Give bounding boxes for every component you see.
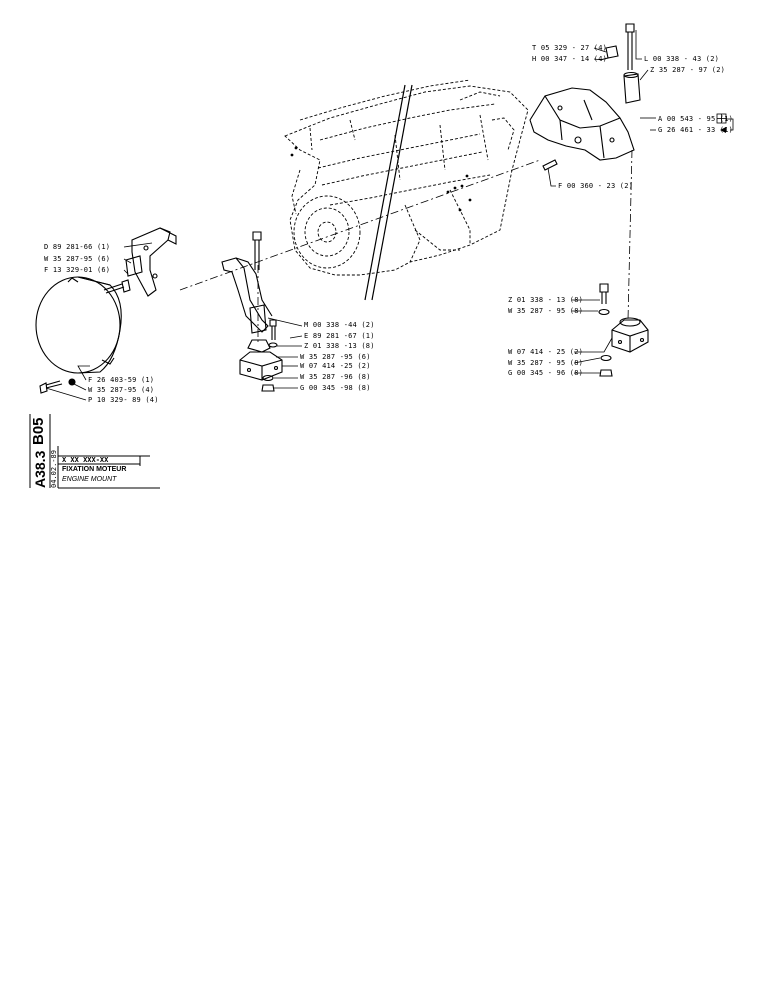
part-label: F 00 360 - 23 (2) — [558, 182, 634, 190]
engine-detail-dots — [290, 146, 472, 212]
part-label: Z 35 287 - 97 (2) — [650, 66, 726, 74]
part-label: F 13 329-01 (6) — [44, 266, 111, 274]
part-label: L 00 338 - 43 (2) — [644, 55, 720, 63]
part-label: Z 01 338 -13 (8) — [304, 342, 375, 350]
part-label: W 35 287 -96 (8) — [300, 373, 371, 381]
callout-leader-lines — [45, 30, 734, 401]
assembly-axis-lines — [179, 149, 633, 345]
part-label: W 35 287 -95 (6) — [300, 353, 371, 361]
part-label: G 00 345 - 96 (8) — [508, 369, 584, 377]
title-french: FIXATION MOTEUR — [62, 466, 127, 473]
part-label: W 07 414 -25 (2) — [300, 362, 371, 370]
part-label: D 89 281-66 (1) — [44, 243, 111, 251]
part-label: M 00 338 -44 (2) — [304, 321, 375, 329]
title-english: ENGINE MOUNT — [62, 476, 117, 483]
part-label: G 00 345 -98 (8) — [300, 384, 371, 392]
engine-block-outline — [284, 79, 529, 276]
part-label: F 26 403-59 (1) — [88, 376, 155, 384]
part-label: Z 01 338 - 13 (8) — [508, 296, 584, 304]
center-mount-assembly — [221, 231, 283, 392]
engine-hatch-lines — [364, 84, 413, 301]
part-label: T 05 329 - 27 (4) — [532, 44, 608, 52]
part-number: X XX XXX-XX — [62, 456, 109, 464]
page-reference: A38.3 — [32, 450, 48, 488]
part-label: W 35 287 - 95 (8) — [508, 359, 584, 367]
right-mount-assembly — [598, 283, 649, 377]
page-code: B05 — [30, 417, 47, 445]
rear-mount-assembly — [529, 23, 641, 171]
part-label: G 26 461 - 33 (1) — [658, 126, 734, 134]
part-label: W 07 414 - 25 (2) — [508, 348, 584, 356]
title-block-frame — [29, 414, 160, 489]
part-label: W 35 287 - 95 (8) — [508, 307, 584, 315]
part-label: A 00 543 - 95 (1) — [658, 115, 734, 123]
part-label: P 10 329- 89 (4) — [88, 396, 159, 404]
part-label: E 89 281 -67 (1) — [304, 332, 375, 340]
key-box-icon — [716, 113, 727, 124]
page-date: 04.02.-89 — [50, 450, 58, 488]
part-label: W 35 287-95 (4) — [88, 386, 155, 394]
front-cover-assembly — [35, 227, 177, 394]
part-label: W 35 287-95 (6) — [44, 255, 111, 263]
callout-arrow-icon — [720, 127, 726, 133]
part-label: H 00 347 - 14 (4) — [532, 55, 608, 63]
